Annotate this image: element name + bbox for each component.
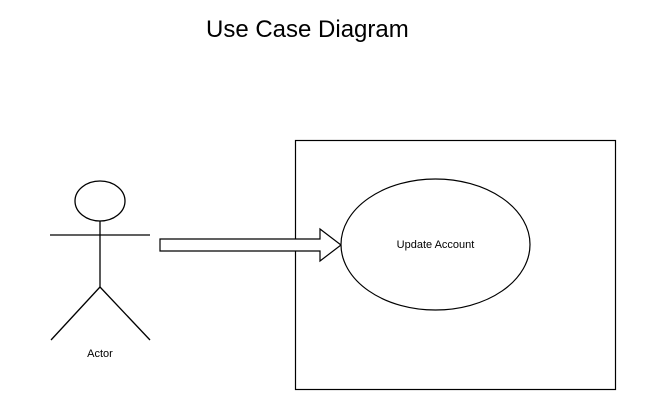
use-case-update-account: [340, 178, 531, 311]
use-case-label: Update Account: [397, 239, 475, 251]
association-arrow: [159, 227, 342, 263]
actor-figure: [50, 180, 151, 341]
diagram-title: Use Case Diagram: [206, 16, 409, 43]
system-boundary: [294, 139, 617, 391]
actor-head: [74, 180, 126, 222]
actor-right-leg: [99, 286, 151, 341]
actor-left-leg: [50, 286, 101, 341]
actor-label: Actor: [87, 348, 113, 360]
